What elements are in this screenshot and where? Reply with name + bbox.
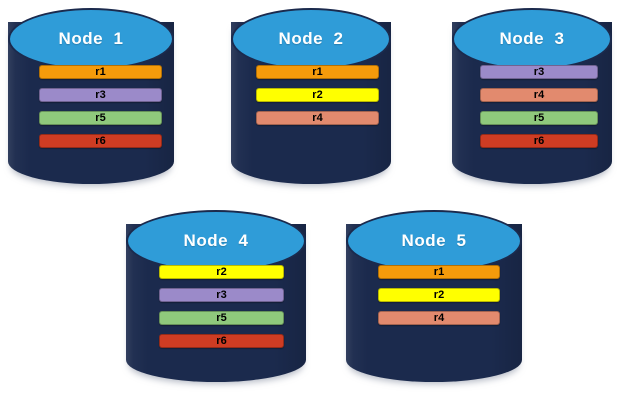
cylinder-top-ellipse: Node 4 — [126, 210, 306, 272]
replica-label: r4 — [433, 311, 445, 324]
replica-bar[interactable]: r5 — [159, 311, 284, 325]
replica-label: r2 — [216, 265, 227, 278]
replica-label: r6 — [95, 134, 106, 147]
node-2[interactable]: Node 2 r1 r2 r4 — [231, 8, 391, 194]
replica-list: r1 r2 r4 — [378, 265, 500, 325]
replica-list: r1 r2 r4 — [256, 65, 379, 125]
replica-bar[interactable]: r5 — [480, 111, 598, 125]
replica-label: r2 — [433, 288, 445, 301]
node-title: Node 5 — [401, 231, 467, 250]
replica-bar[interactable]: r4 — [480, 88, 598, 102]
cylinder-top-ellipse: Node 3 — [452, 8, 612, 70]
replica-bar[interactable]: r1 — [256, 65, 379, 79]
cylinder-node-2: Node 2 r1 r2 r4 — [231, 8, 391, 194]
replica-bar[interactable]: r6 — [159, 334, 284, 348]
replica-label: r5 — [95, 111, 106, 124]
cylinder-node-4: Node 4 r2 r3 r5 r6 — [126, 210, 306, 392]
replica-label: r1 — [433, 265, 445, 278]
replica-bar[interactable]: r4 — [378, 311, 500, 325]
cylinder-node-1: Node 1 r1 r3 r5 r6 — [8, 8, 174, 194]
replica-list: r2 r3 r5 r6 — [159, 265, 284, 348]
replica-bar[interactable]: r1 — [39, 65, 162, 79]
replica-list: r1 r3 r5 r6 — [39, 65, 162, 148]
replica-bar[interactable]: r6 — [480, 134, 598, 148]
replica-label: r1 — [312, 65, 323, 78]
replica-bar[interactable]: r3 — [159, 288, 284, 302]
node-title: Node 4 — [183, 231, 249, 250]
replica-bar[interactable]: r3 — [480, 65, 598, 79]
node-1[interactable]: Node 1 r1 r3 r5 r6 — [8, 8, 174, 194]
replica-bar[interactable]: r4 — [256, 111, 379, 125]
replica-label: r6 — [216, 334, 227, 347]
replica-label: r4 — [533, 88, 545, 101]
node-4[interactable]: Node 4 r2 r3 r5 r6 — [126, 210, 306, 392]
node-title: Node 1 — [58, 29, 124, 48]
replica-bar[interactable]: r5 — [39, 111, 162, 125]
node-3[interactable]: Node 3 r3 r4 r5 r6 — [452, 8, 612, 194]
replica-bar[interactable]: r2 — [378, 288, 500, 302]
node-5[interactable]: Node 5 r1 r2 r4 — [346, 210, 522, 392]
node-title: Node 3 — [499, 29, 565, 48]
replica-list: r3 r4 r5 r6 — [480, 65, 598, 148]
replica-label: r4 — [312, 111, 323, 124]
cylinder-top-ellipse: Node 5 — [346, 210, 522, 272]
replica-label: r3 — [95, 88, 106, 101]
replica-label: r5 — [216, 311, 227, 324]
node-title: Node 2 — [278, 29, 344, 48]
replica-bar[interactable]: r6 — [39, 134, 162, 148]
replica-label: r5 — [533, 111, 545, 124]
replica-label: r6 — [533, 134, 545, 147]
cylinder-node-5: Node 5 r1 r2 r4 — [346, 210, 522, 392]
cylinder-top-ellipse: Node 2 — [231, 8, 391, 70]
replica-bar[interactable]: r1 — [378, 265, 500, 279]
cylinder-node-3: Node 3 r3 r4 r5 r6 — [452, 8, 612, 194]
replica-bar[interactable]: r3 — [39, 88, 162, 102]
replica-bar[interactable]: r2 — [256, 88, 379, 102]
cylinder-top-ellipse: Node 1 — [8, 8, 174, 70]
replica-bar[interactable]: r2 — [159, 265, 284, 279]
replica-label: r2 — [312, 88, 323, 101]
replica-label: r1 — [95, 65, 106, 78]
replica-label: r3 — [533, 65, 545, 78]
replica-label: r3 — [216, 288, 227, 301]
